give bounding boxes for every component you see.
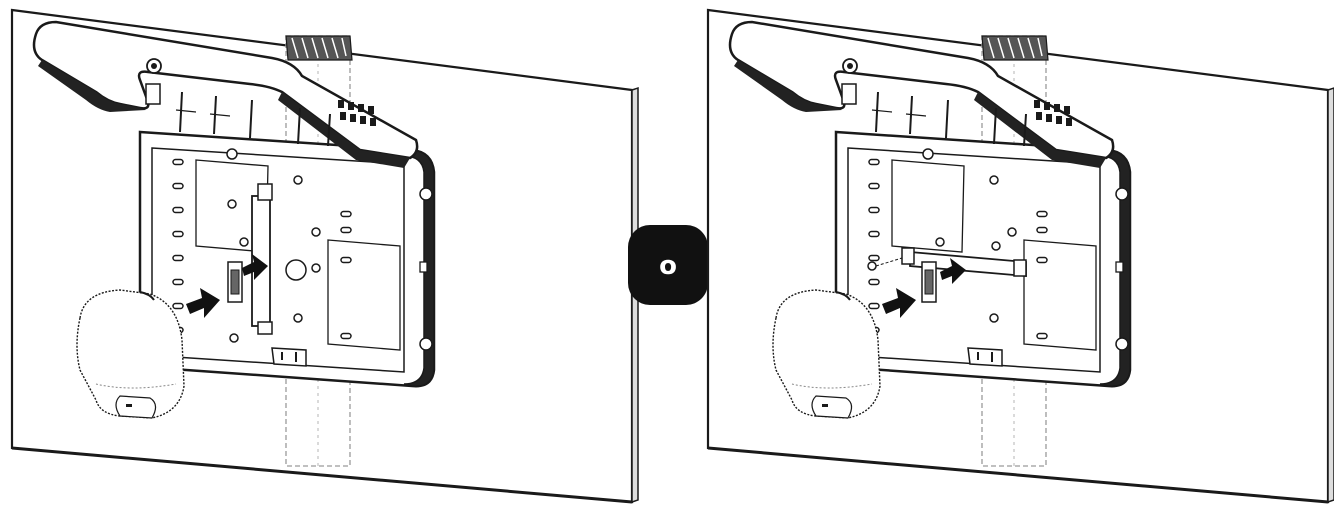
panel-right [706, 8, 1334, 504]
access-point-device [772, 289, 881, 419]
horizontal-bracket [867, 247, 1027, 277]
screws [226, 148, 321, 343]
enclosure-lid [728, 20, 1115, 168]
screws [922, 148, 1019, 323]
or-badge: o [628, 225, 708, 305]
lid-vent [1034, 100, 1072, 126]
insert-arrows [882, 258, 966, 318]
enclosure-lid [32, 20, 419, 168]
lid-vent [338, 100, 376, 126]
panel-left [10, 8, 639, 504]
insert-arrows [186, 254, 268, 318]
access-point-device [76, 289, 185, 419]
enclosure-box [834, 130, 1132, 388]
enclosure-box [138, 130, 436, 388]
or-label: o [659, 251, 677, 281]
